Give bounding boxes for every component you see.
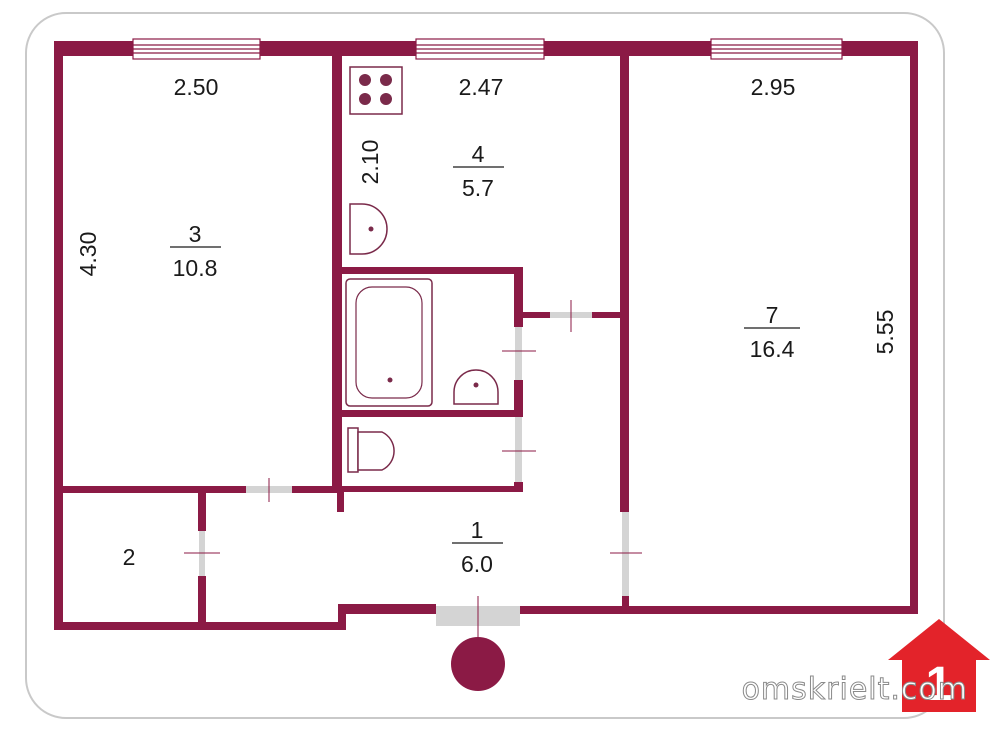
wall-corridor-top xyxy=(520,312,550,318)
windows xyxy=(132,38,843,60)
logo-digit: 1 xyxy=(926,658,953,711)
door-bath xyxy=(515,327,522,380)
wall-room3-bottom-l xyxy=(54,486,246,493)
bathtub-icon xyxy=(345,278,433,407)
room2-number: 2 xyxy=(123,544,136,570)
wall-room3-bottom-r xyxy=(292,486,342,493)
dim-room3-width: 2.50 xyxy=(174,74,219,100)
dim-room7-depth: 5.55 xyxy=(872,310,898,355)
wall-room4-room7 xyxy=(620,56,629,512)
brand-logo: 1 xyxy=(888,619,990,712)
door-wc xyxy=(515,417,522,482)
wall-entry-notch xyxy=(338,604,346,630)
wall-closet-right xyxy=(198,493,206,531)
dim-room3-depth: 4.30 xyxy=(75,232,101,277)
dim-room7-width: 2.95 xyxy=(751,74,796,100)
stove-icon xyxy=(349,66,403,115)
window-room7 xyxy=(710,38,843,60)
wall-room7-hall xyxy=(622,596,629,610)
dim-room4-depth: 2.10 xyxy=(357,140,383,185)
wall-kitchen-bottom xyxy=(337,267,523,274)
room3-area: 10.8 xyxy=(173,255,218,281)
room7-number: 7 xyxy=(766,302,779,328)
wall-corridor-top-r xyxy=(592,312,624,318)
wall-bath-wc xyxy=(337,410,523,417)
walls xyxy=(54,41,918,630)
room3-number: 3 xyxy=(189,221,202,247)
wall-closet-right-low xyxy=(198,576,206,626)
wall-right xyxy=(910,41,918,614)
bath-sink-icon xyxy=(453,369,499,405)
wall-bath-right-low xyxy=(514,380,523,414)
kitchen-sink-icon xyxy=(349,203,388,255)
wall-wc-bottom xyxy=(337,486,523,492)
room1-area: 6.0 xyxy=(461,551,493,577)
dim-room4-width: 2.47 xyxy=(459,74,504,100)
window-room4 xyxy=(415,38,545,60)
door-room7 xyxy=(622,512,629,596)
plan-outline xyxy=(25,12,945,719)
room4-number: 4 xyxy=(472,141,485,167)
wall-bottom-mid xyxy=(338,604,436,614)
entrance-marker xyxy=(451,637,505,691)
toilet-icon xyxy=(347,427,395,473)
house-icon xyxy=(888,619,990,712)
wall-bottom-right xyxy=(520,606,918,614)
watermark-text: omskrielt.com xyxy=(742,672,968,707)
room1-number: 1 xyxy=(471,517,484,543)
wall-bath-right xyxy=(514,267,523,327)
room4-area: 5.7 xyxy=(462,175,494,201)
window-room3 xyxy=(132,38,261,60)
wall-hall-stub xyxy=(337,490,344,512)
wall-left xyxy=(54,41,63,630)
room7-area: 16.4 xyxy=(750,336,795,362)
